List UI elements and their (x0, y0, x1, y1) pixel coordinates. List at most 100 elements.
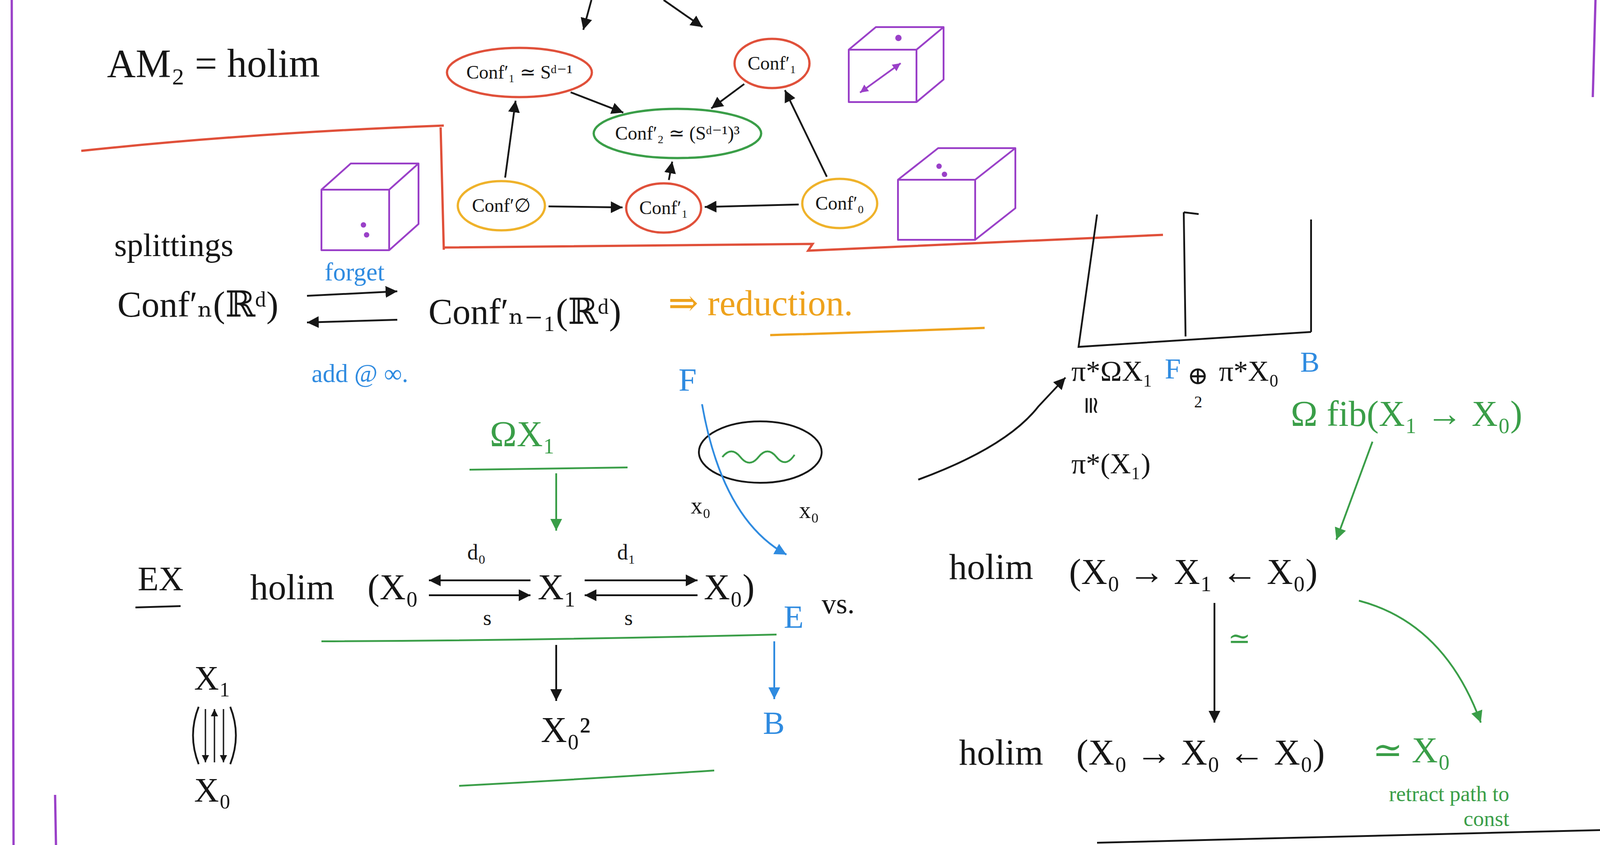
underline (135, 605, 181, 608)
projection-arrow (555, 644, 558, 701)
pointer-arrow (918, 377, 1066, 480)
math-label: B (762, 704, 785, 742)
math-label: X₁ (194, 658, 231, 698)
math-label: s (483, 604, 492, 630)
math-label: (X₀ → X₁ ← X₀) (1069, 550, 1318, 593)
math-label: ≃ X₀ (1372, 729, 1451, 771)
math-label: (X₀ (367, 566, 419, 608)
fiber-bar (469, 467, 628, 470)
math-label: vs. (821, 586, 855, 621)
map-arrow (669, 161, 673, 181)
circle-outline-shape (593, 108, 762, 159)
math-label: ⇒ reduction. (668, 282, 853, 324)
math-label: s (624, 604, 633, 630)
math-label: holim (948, 545, 1034, 588)
config-space-circle: Conf′₀ (800, 177, 879, 230)
map-arrow (223, 708, 225, 763)
degeneracy-arrow (428, 594, 531, 596)
config-space-circle: Conf′∅ (456, 179, 547, 232)
map-arrow (570, 92, 624, 113)
map-arrow (785, 90, 828, 177)
section-divider (1097, 829, 1600, 843)
point-dot (936, 163, 942, 169)
math-label: d₀ (467, 539, 486, 565)
node-text: Conf′₀ (815, 192, 865, 214)
math-label: E (783, 598, 804, 636)
face-map-arrow (428, 579, 531, 582)
config-space-circle: Conf′₂ ≃ (Sᵈ⁻¹)³ (592, 107, 763, 160)
config-space-circle: Conf′₁ (624, 181, 703, 234)
math-label: Ω fib(X₁ → X₀) (1290, 392, 1523, 435)
circle-outline-shape (457, 181, 545, 231)
incoming-arrow (663, 0, 703, 28)
map-arrow (1213, 602, 1216, 723)
map-arrow (704, 204, 799, 207)
math-label: π*(X₁) (1071, 446, 1151, 481)
math-label: π*X₀ (1218, 354, 1280, 388)
add-arrow (306, 319, 398, 323)
math-label: ⊕ (1187, 361, 1209, 391)
cube-sketch (848, 27, 944, 103)
bundle-arrow (773, 641, 776, 699)
math-label: retract path to const (1346, 781, 1510, 831)
circle-outline-shape (446, 47, 592, 98)
space-blob (698, 421, 822, 483)
circle-outline-shape (802, 178, 878, 228)
math-label: ≅ (1077, 395, 1105, 416)
math-label: X₀) (703, 566, 755, 608)
identification-arrow (1336, 441, 1373, 540)
math-label: holim (250, 566, 335, 608)
map-arrow (204, 708, 207, 763)
circle-outline-shape (626, 183, 702, 233)
curved-arrow (1358, 600, 1481, 723)
math-label: x₀ (799, 496, 819, 524)
point-dot (895, 34, 902, 42)
fiber-arrow (555, 473, 558, 531)
map-arrow (548, 206, 623, 208)
math-label: Conf′ₙ(ℝᵈ) (117, 283, 279, 326)
cube-sketch (321, 163, 419, 251)
math-label: B (1300, 345, 1320, 379)
cube-sketch (897, 148, 1016, 240)
math-label: (X₀ → X₀ ← X₀) (1076, 731, 1325, 773)
underline (321, 634, 777, 642)
underline (770, 327, 985, 335)
map-arrow (213, 708, 216, 763)
parentheses (193, 706, 237, 764)
map-arrow (505, 100, 516, 178)
math-label: holim (958, 731, 1044, 773)
math-label: F (678, 361, 697, 399)
math-label: X₀² (540, 708, 591, 751)
math-label: d₁ (617, 539, 636, 565)
math-label: EX (137, 558, 184, 599)
node-text: Conf′₁ ≃ Sᵈ⁻¹ (466, 61, 573, 84)
circle-outline-shape (734, 38, 810, 89)
point-dot (363, 232, 370, 238)
point-dot (941, 171, 948, 177)
section-divider (81, 125, 1163, 251)
node-text: Conf′₂ ≃ (Sᵈ⁻¹)³ (615, 122, 740, 145)
face-map-arrow (584, 579, 698, 582)
forget-arrow (306, 291, 398, 296)
math-label: F (1164, 352, 1182, 386)
math-label: AM₂ = holim (106, 40, 320, 87)
spectral-chart (1078, 212, 1312, 347)
page-border (11, 0, 1596, 845)
point-dot (360, 222, 367, 228)
node-text: Conf′∅ (471, 194, 531, 217)
math-label: forget (324, 257, 385, 287)
math-label: Conf′ₙ₋₁(ℝᵈ) (428, 290, 622, 333)
cube-arrow (860, 63, 901, 93)
math-label: x₀ (690, 492, 711, 520)
math-label: ≃ (1227, 623, 1251, 655)
node-text: Conf′₁ (747, 52, 797, 75)
fiber-curve (702, 404, 787, 555)
math-label: X₀ (194, 770, 231, 810)
underline (459, 770, 715, 786)
math-label: add @ ∞. (311, 358, 409, 388)
math-label: X₁ (537, 566, 577, 608)
config-space-circle: Conf′₁ (733, 37, 811, 90)
math-label: ΩX₁ (489, 413, 556, 455)
config-space-circle: Conf′₁ ≃ Sᵈ⁻¹ (445, 46, 594, 99)
path-squiggle (722, 451, 795, 463)
